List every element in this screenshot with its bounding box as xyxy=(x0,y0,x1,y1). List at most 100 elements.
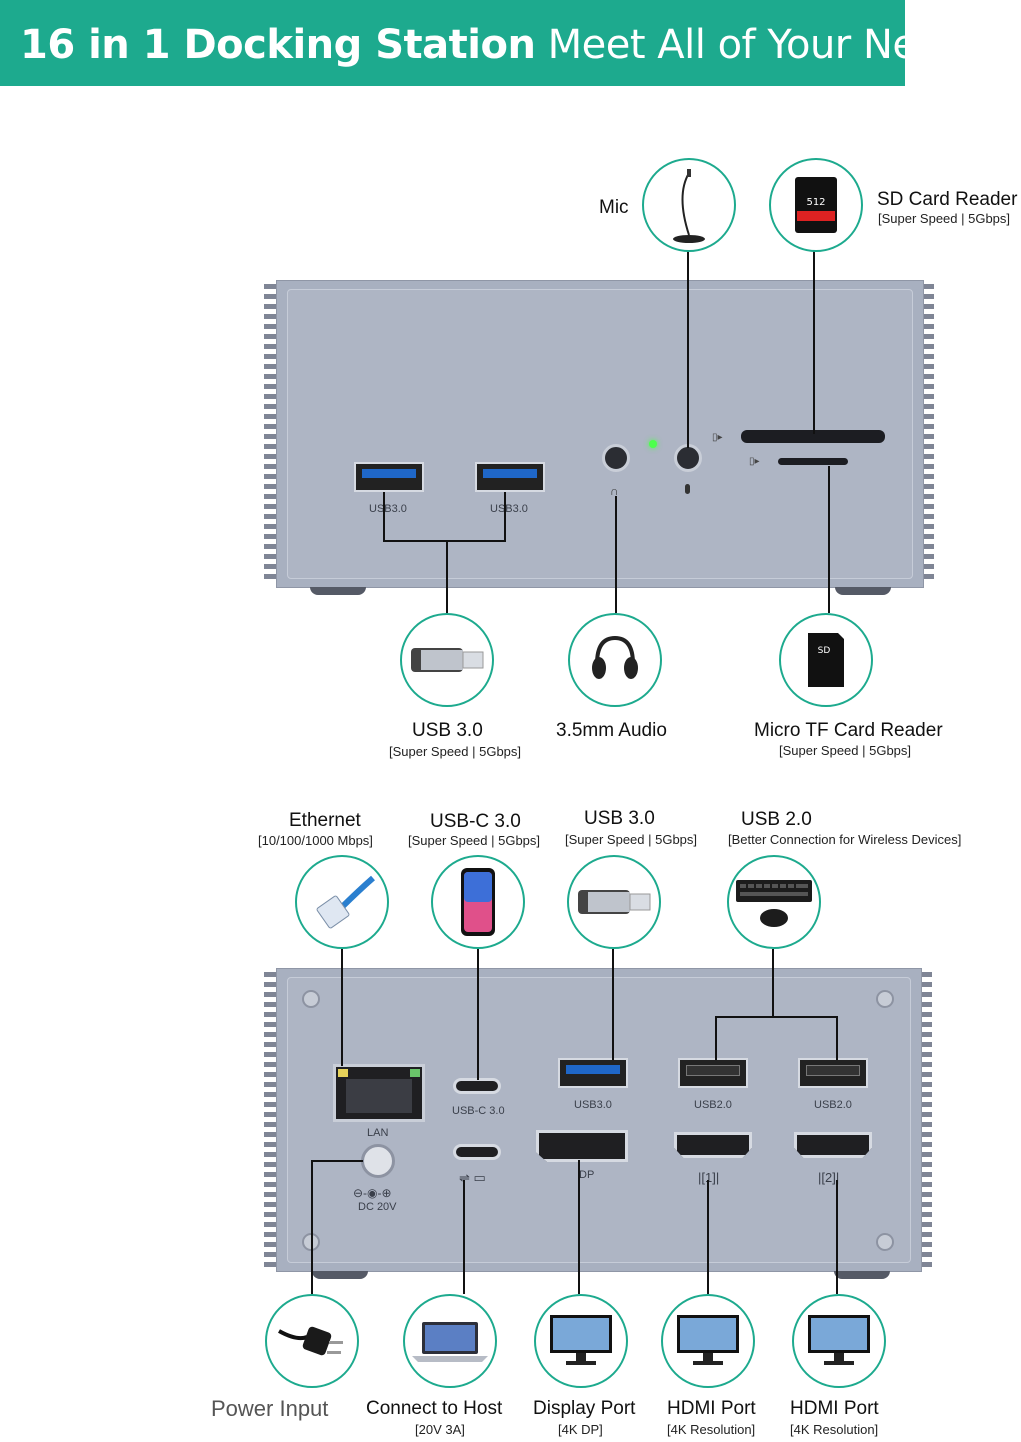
audio-label: 3.5mm Audio xyxy=(556,720,667,741)
usbc-port-label: USB-C 3.0 xyxy=(452,1105,505,1117)
hdmi1-callout-sub: [4K Resolution] xyxy=(667,1422,756,1437)
usb30-front-label: USB 3.0 xyxy=(412,720,483,741)
usb2-label-2: USB2.0 xyxy=(814,1099,852,1111)
rear-usb3-label: USB3.0 xyxy=(574,1099,612,1111)
front-foot-left xyxy=(310,587,366,595)
sd-sub: [Super Speed | 5Gbps] xyxy=(878,211,1011,226)
rear-foot-right xyxy=(834,1271,890,1279)
power-plug-icon xyxy=(278,1326,343,1356)
hdmi1-callout-label: HDMI Port xyxy=(667,1398,756,1419)
power-label: Power Input xyxy=(211,1396,329,1421)
sd-card-icon: 512 xyxy=(795,177,837,233)
usb20-sub: [Better Connection for Wireless Devices] xyxy=(728,832,962,847)
tf-circle: SD xyxy=(779,613,873,707)
laptop-icon xyxy=(412,1322,488,1362)
tf-card-slot xyxy=(778,458,848,465)
usbc-sub: [Super Speed | 5Gbps] xyxy=(408,833,541,848)
usb2-port-1 xyxy=(678,1058,748,1088)
heat-fins-left xyxy=(264,284,278,584)
dp-circle xyxy=(534,1294,628,1388)
front-usb3-label-2: USB3.0 xyxy=(490,503,528,515)
microphone-icon xyxy=(673,169,705,243)
usbc-circle xyxy=(431,855,525,949)
svg-text:512: 512 xyxy=(806,197,825,208)
monitor-icon xyxy=(550,1315,612,1365)
headphones-icon xyxy=(592,635,638,679)
ethernet-cable-icon xyxy=(316,875,375,929)
rear-foot-left xyxy=(312,1271,368,1279)
host-sub: [20V 3A] xyxy=(415,1422,465,1437)
usb-flash-drive-icon xyxy=(578,890,651,914)
sd-label: SD Card Reader xyxy=(877,189,1018,210)
host-label: Connect to Host xyxy=(366,1398,503,1419)
rear-usb3-port xyxy=(558,1058,628,1088)
hdmi-port-1 xyxy=(674,1132,752,1158)
displayport-port xyxy=(536,1130,628,1162)
usb30-front-sub: [Super Speed | 5Gbps] xyxy=(389,744,522,759)
sd-circle: 512 xyxy=(769,158,863,252)
micro-sd-card-icon: SD xyxy=(808,633,844,687)
dp-callout-label: Display Port xyxy=(533,1398,636,1419)
keyboard-mouse-icon xyxy=(736,880,812,927)
dp-callout-sub: [4K DP] xyxy=(558,1422,603,1437)
dc-label: DC 20V xyxy=(358,1201,397,1213)
hdmi-2-label: |[2]| xyxy=(818,1170,840,1185)
power-circle xyxy=(265,1294,359,1388)
hdmi1-circle xyxy=(661,1294,755,1388)
usbc-port-data xyxy=(453,1078,501,1094)
screw-top-right xyxy=(876,990,894,1008)
tf-slot-icon: ▯▸ xyxy=(749,456,760,467)
usb30-rear-sub: [Super Speed | 5Gbps] xyxy=(565,832,698,847)
dc-polarity-icon: ⊖-◉-⊕ xyxy=(353,1186,392,1200)
monitor-icon xyxy=(677,1315,739,1365)
sd-slot-icon: ▯▸ xyxy=(712,432,723,443)
rear-fins-left xyxy=(264,972,278,1268)
status-led xyxy=(649,440,657,448)
front-usb3-port-1 xyxy=(354,462,424,492)
smartphone-icon xyxy=(461,868,495,936)
usb2-label-1: USB2.0 xyxy=(694,1099,732,1111)
usb30-front-circle xyxy=(400,613,494,707)
ethernet-sub: [10/100/1000 Mbps] xyxy=(258,833,373,848)
audio-jack xyxy=(602,444,630,472)
tf-sub: [Super Speed | 5Gbps] xyxy=(779,743,912,758)
usb30-rear-label: USB 3.0 xyxy=(584,808,655,829)
host-circle xyxy=(403,1294,497,1388)
usb2-port-2 xyxy=(798,1058,868,1088)
lan-port xyxy=(333,1064,425,1122)
usb30-rear-circle xyxy=(567,855,661,949)
mic-symbol-icon xyxy=(685,484,690,494)
sd-card-slot xyxy=(741,430,885,443)
lan-label: LAN xyxy=(367,1127,389,1139)
ethernet-label: Ethernet xyxy=(289,810,361,831)
banner-title: 16 in 1 Docking Station Meet All of Your… xyxy=(20,22,986,68)
usbc-port-host xyxy=(453,1144,501,1160)
usbc-label: USB-C 3.0 xyxy=(430,811,521,832)
mic-circle xyxy=(642,158,736,252)
dp-label: DP xyxy=(579,1169,595,1181)
screw-bottom-right xyxy=(876,1233,894,1251)
tf-label: Micro TF Card Reader xyxy=(754,720,943,741)
dc-jack xyxy=(361,1144,395,1178)
ethernet-circle xyxy=(295,855,389,949)
screw-top-left xyxy=(302,990,320,1008)
title-banner: 16 in 1 Docking Station Meet All of Your… xyxy=(0,0,986,86)
front-usb3-label-1: USB3.0 xyxy=(369,503,407,515)
usb-laptop-symbol-icon: ⇌ ▭ xyxy=(459,1170,486,1185)
usb20-circle xyxy=(727,855,821,949)
usb-flash-drive-icon xyxy=(411,648,484,672)
hdmi-port-2 xyxy=(794,1132,872,1158)
front-foot-right xyxy=(835,587,891,595)
headphone-symbol-icon: ∩ xyxy=(610,484,619,498)
usb20-label: USB 2.0 xyxy=(741,809,812,830)
mic-label: Mic xyxy=(599,197,629,218)
svg-text:SD: SD xyxy=(818,646,831,656)
mic-jack xyxy=(674,444,702,472)
monitor-icon xyxy=(808,1315,870,1365)
hdmi2-callout-sub: [4K Resolution] xyxy=(790,1422,879,1437)
audio-circle xyxy=(568,613,662,707)
hdmi-1-label: |[1]| xyxy=(698,1170,720,1185)
hdmi2-callout-label: HDMI Port xyxy=(790,1398,879,1419)
front-usb3-port-2 xyxy=(475,462,545,492)
hdmi2-circle xyxy=(792,1294,886,1388)
